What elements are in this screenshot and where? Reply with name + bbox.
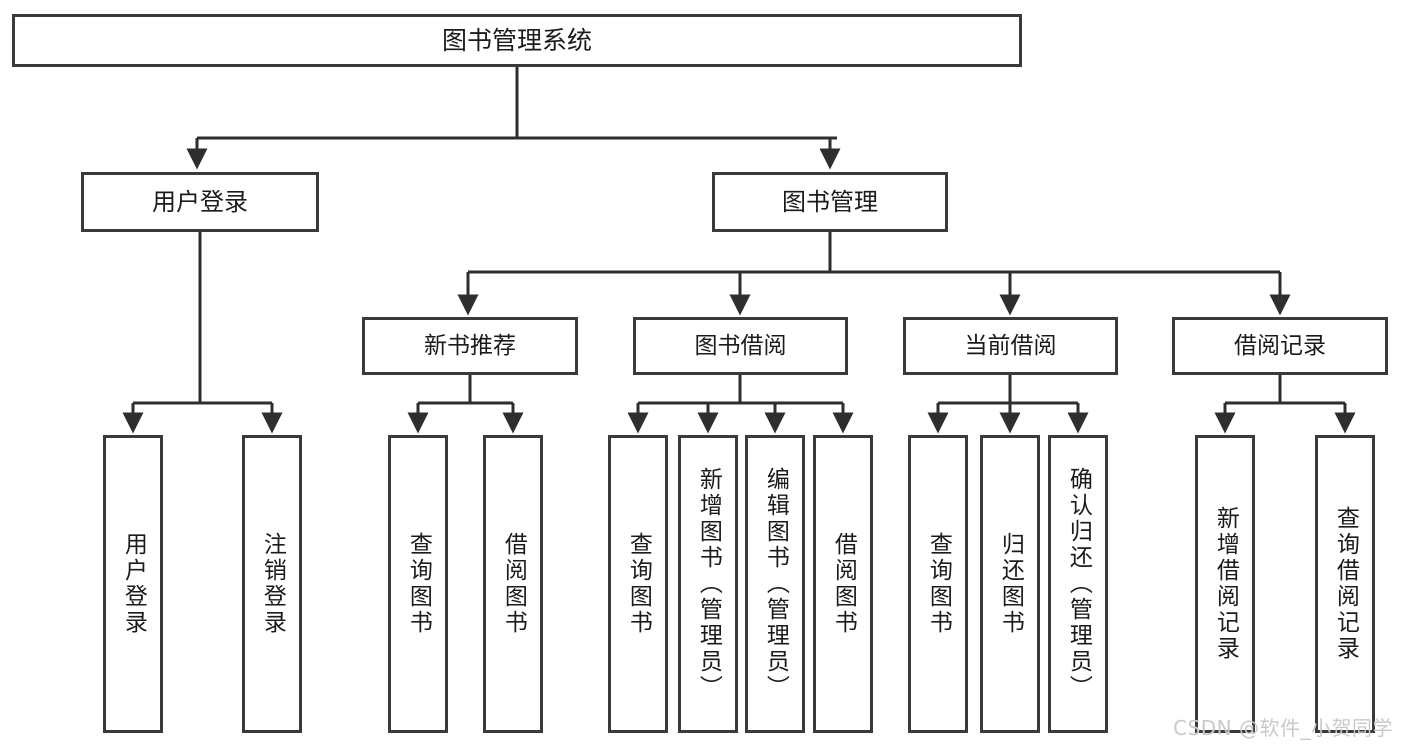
leaf-current-query-book-label: 查询图书 (925, 532, 952, 636)
leaf-record-add-label: 新增借阅记录 (1212, 506, 1239, 662)
node-book-management[interactable]: 图书管理 (712, 172, 948, 232)
node-user-login[interactable]: 用户登录 (81, 172, 319, 232)
leaf-new-book-borrow[interactable]: 借阅图书 (483, 435, 543, 733)
leaf-new-book-borrow-label: 借阅图书 (500, 532, 527, 636)
leaf-user-login-logout-label: 注销登录 (259, 532, 286, 636)
leaf-borrow-borrow-book-label: 借阅图书 (830, 532, 857, 636)
leaf-record-query[interactable]: 查询借阅记录 (1315, 435, 1375, 733)
node-borrow-record-label: 借阅记录 (1234, 332, 1326, 359)
node-current-borrow[interactable]: 当前借阅 (903, 317, 1118, 375)
leaf-user-login-logout[interactable]: 注销登录 (242, 435, 302, 733)
node-root[interactable]: 图书管理系统 (12, 14, 1022, 67)
node-root-label: 图书管理系统 (441, 25, 592, 55)
node-new-book-recommend-label: 新书推荐 (424, 332, 516, 359)
leaf-borrow-borrow-book[interactable]: 借阅图书 (813, 435, 873, 733)
leaf-record-query-label: 查询借阅记录 (1332, 506, 1359, 662)
leaf-borrow-add-book[interactable]: 新增图书（管理员） (678, 435, 738, 733)
leaf-current-confirm-return-label: 确认归还（管理员） (1065, 467, 1092, 701)
node-book-borrow[interactable]: 图书借阅 (633, 317, 848, 375)
leaf-record-add[interactable]: 新增借阅记录 (1195, 435, 1255, 733)
leaf-borrow-add-book-label: 新增图书（管理员） (695, 467, 722, 701)
leaf-current-return-book-label: 归还图书 (997, 532, 1024, 636)
leaf-user-login-login-label: 用户登录 (120, 532, 147, 636)
csdn-watermark: CSDN @软件_小贺同学 (1173, 716, 1393, 740)
leaf-new-book-query-label: 查询图书 (405, 532, 432, 636)
node-current-borrow-label: 当前借阅 (964, 332, 1057, 359)
leaf-borrow-edit-book-label: 编辑图书（管理员） (762, 467, 789, 701)
leaf-current-query-book[interactable]: 查询图书 (908, 435, 968, 733)
leaf-new-book-query[interactable]: 查询图书 (388, 435, 448, 733)
node-book-borrow-label: 图书借阅 (694, 332, 787, 359)
node-new-book-recommend[interactable]: 新书推荐 (362, 317, 578, 375)
leaf-current-return-book[interactable]: 归还图书 (980, 435, 1040, 733)
leaf-borrow-query-book-label: 查询图书 (625, 532, 652, 636)
node-user-login-label: 用户登录 (152, 188, 248, 216)
node-borrow-record[interactable]: 借阅记录 (1172, 317, 1388, 375)
leaf-user-login-login[interactable]: 用户登录 (103, 435, 163, 733)
leaf-borrow-query-book[interactable]: 查询图书 (608, 435, 668, 733)
leaf-current-confirm-return[interactable]: 确认归还（管理员） (1048, 435, 1108, 733)
leaf-borrow-edit-book[interactable]: 编辑图书（管理员） (745, 435, 805, 733)
node-book-management-label: 图书管理 (782, 188, 878, 216)
